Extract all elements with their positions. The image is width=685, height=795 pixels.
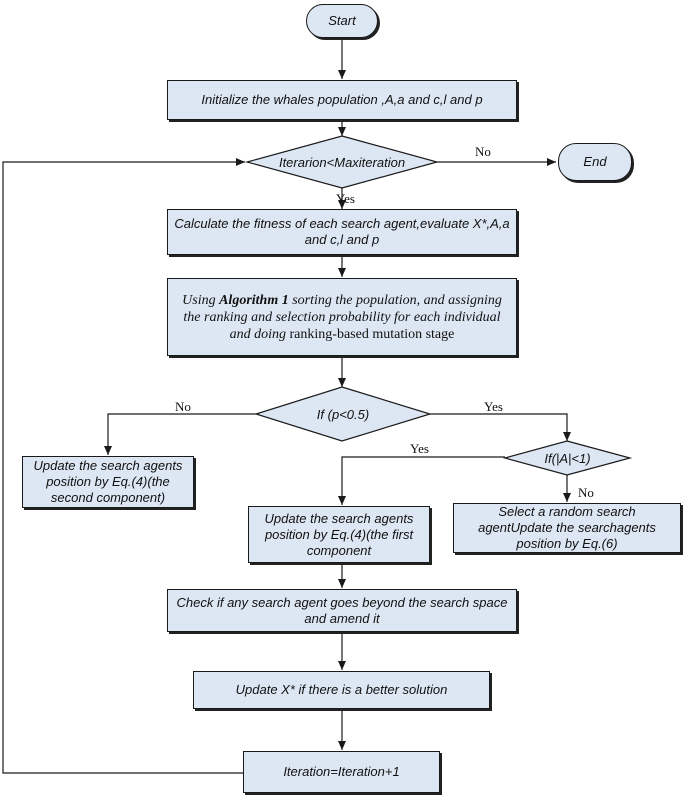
sort-text: Using Algorithm 1 sorting the population… bbox=[172, 292, 512, 343]
a-no-label: No bbox=[578, 485, 594, 500]
loop-no-label: No bbox=[475, 144, 491, 159]
start-label: Start bbox=[328, 13, 356, 28]
p-decision: If (p<0.5) bbox=[256, 401, 430, 427]
start-terminal: Start bbox=[306, 4, 378, 38]
loop-yes-label: Yes bbox=[336, 191, 355, 206]
loop-decision-shape bbox=[244, 135, 440, 189]
iterate-process: Iteration=Iteration+1 bbox=[243, 751, 440, 793]
check-process: Check if any search agent goes beyond th… bbox=[167, 589, 517, 632]
p-yes-label: Yes bbox=[484, 399, 503, 414]
init-label: Initialize the whales population ,A,a an… bbox=[201, 92, 483, 107]
sort-label-mid: sorting the population, and assigning th… bbox=[183, 292, 502, 342]
p-decision-shape bbox=[253, 386, 433, 442]
end-label: End bbox=[583, 154, 607, 169]
a-decision: If(|A|<1) bbox=[505, 448, 630, 468]
a-yes-label: Yes bbox=[410, 441, 429, 456]
update-best-process: Update X* if there is a better solution bbox=[193, 671, 490, 709]
edge-iterate-loop bbox=[2, 158, 245, 774]
fitness-label: Calculate the fitness of each search age… bbox=[174, 216, 510, 247]
update-first-process: Update the search agents position by Eq.… bbox=[248, 506, 430, 563]
update-first-label: Update the search agents position by Eq.… bbox=[264, 510, 414, 558]
sort-process: Using Algorithm 1 sorting the population… bbox=[167, 278, 517, 356]
sort-label-pre: Using bbox=[182, 292, 220, 308]
update-second-process: Update the search agents position by Eq.… bbox=[22, 456, 194, 508]
sort-label-algorithm: Algorithm 1 bbox=[219, 292, 289, 308]
random-search-label: Select a random search agentUpdate the s… bbox=[478, 504, 656, 551]
p-decision-label: If (p<0.5) bbox=[316, 406, 370, 422]
init-process: Initialize the whales population ,A,a an… bbox=[167, 80, 517, 120]
edge-acond-first bbox=[338, 456, 505, 505]
sort-label-tail: ranking-based mutation stage bbox=[289, 326, 455, 342]
p-no-label: No bbox=[175, 399, 191, 414]
edge-pcond-acond bbox=[430, 413, 571, 441]
a-decision-label: If(|A|<1) bbox=[544, 450, 591, 466]
a-decision-shape bbox=[502, 440, 633, 476]
fitness-process: Calculate the fitness of each search age… bbox=[167, 209, 517, 255]
update-second-label: Update the search agents position by Eq.… bbox=[33, 458, 183, 505]
iterate-label: Iteration=Iteration+1 bbox=[283, 764, 400, 779]
random-search-process: Select a random search agentUpdate the s… bbox=[453, 503, 681, 553]
edge-pcond-second bbox=[104, 413, 256, 455]
loop-decision: Iterarion<Maxiteration bbox=[247, 149, 437, 175]
check-label: Check if any search agent goes beyond th… bbox=[176, 594, 508, 626]
update-best-label: Update X* if there is a better solution bbox=[235, 682, 448, 697]
end-terminal: End bbox=[558, 143, 632, 181]
loop-decision-label: Iterarion<Maxiteration bbox=[278, 154, 406, 170]
